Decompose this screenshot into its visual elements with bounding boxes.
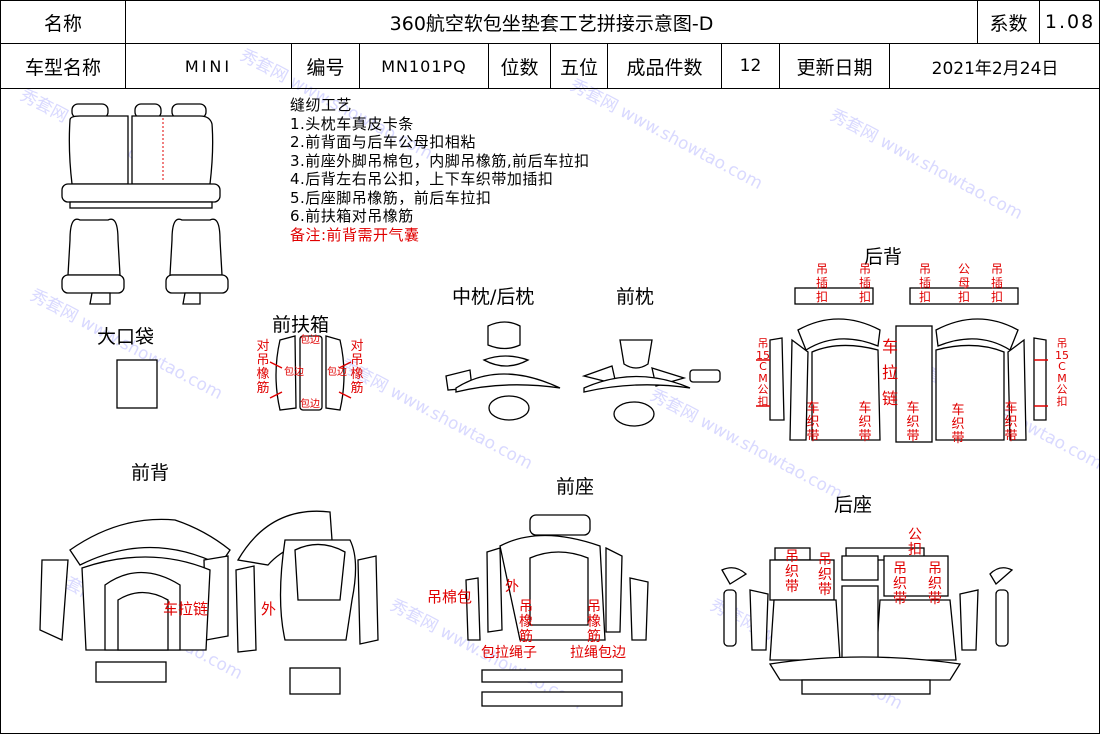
note-item: 5.后座脚吊橡筋，前后车拉扣 <box>290 188 492 207</box>
note-item: 3.前座外脚吊棉包，内脚吊橡筋,前后车拉扣 <box>290 151 590 170</box>
label-rear-back: 后背 <box>864 246 903 268</box>
anno-rs-strap: 吊织带 <box>928 561 942 607</box>
label-mid-rear-headrest: 中枕/后枕 <box>452 286 535 308</box>
anno-rb-top: 吊插扣 <box>815 262 828 304</box>
anno-rb-strap: 车织带 <box>1004 401 1018 444</box>
label-front-back: 前背 <box>131 462 170 484</box>
anno-fs-cotton: 吊棉包 <box>427 588 473 606</box>
anno-rb-side-left: 吊15CM公扣 <box>756 337 770 408</box>
anno-rb-top: 吊插扣 <box>990 262 1003 304</box>
anno-rb-strap: 车织带 <box>806 401 820 444</box>
label-front-seat: 前座 <box>556 476 595 498</box>
code-value: MN101PQ <box>359 43 489 89</box>
anno-rb-top: 吊插扣 <box>918 262 931 304</box>
anno-armrest-edge: 包边 <box>300 335 320 346</box>
anno-fs-elastic: 吊橡筋 <box>587 599 601 645</box>
date-label: 更新日期 <box>779 43 890 89</box>
rear-back-pieces <box>756 287 1048 443</box>
label-rear-seat: 后座 <box>834 494 873 516</box>
sewing-notes: 缝纫工艺 1.头枕车真皮卡条 2.前背面与后车公母扣相粘 3.前座外脚吊棉包，内… <box>290 96 590 244</box>
label-front-headrest: 前枕 <box>616 286 655 308</box>
anno-rb-strap: 车织带 <box>906 401 920 444</box>
anno-armrest-edge: 包边 <box>327 367 347 378</box>
anno-rb-zipper: 车拉链 <box>881 337 898 408</box>
seats-value: 五位 <box>550 43 608 89</box>
pieces-label: 成品件数 <box>607 43 722 89</box>
date-value: 2021年2月24日 <box>888 43 1100 89</box>
anno-fs-outer: 外 <box>505 579 519 595</box>
front-back-pieces <box>39 510 379 695</box>
anno-fb-zipper: 车拉链 <box>163 600 209 618</box>
doc-title: 360航空软包坐垫套工艺拼接示意图-D <box>124 0 979 44</box>
anno-armrest-edge: 包边 <box>300 399 320 410</box>
note-item: 1.头枕车真皮卡条 <box>290 114 414 133</box>
anno-rb-strap: 车织带 <box>858 401 872 444</box>
label-front-armrest: 前扶箱 <box>272 314 330 336</box>
front-armrest-pieces <box>269 335 352 411</box>
notes-title: 缝纫工艺 <box>290 96 353 114</box>
anno-armrest-right: 对吊橡筋 <box>350 339 364 396</box>
anno-rb-side-right: 吊15CM公扣 <box>1055 337 1069 408</box>
label-big-pocket: 大口袋 <box>97 326 155 348</box>
anno-fb-outer: 外 <box>261 600 277 618</box>
anno-rb-top: 公母扣 <box>957 262 970 304</box>
front-seat-pieces <box>465 514 649 707</box>
big-pocket-piece <box>116 359 158 409</box>
anno-rs-strap: 吊织带 <box>818 552 832 598</box>
coef-value: 1.08 <box>1039 0 1100 44</box>
anno-rb-top: 吊插扣 <box>858 262 871 304</box>
header-table: 名称 360航空软包坐垫套工艺拼接示意图-D 系数 1.08 车型名称 MINI… <box>0 0 1100 89</box>
note-item: 6.前扶箱对吊橡筋 <box>290 207 414 225</box>
pieces-value: 12 <box>721 43 780 89</box>
mid-rear-headrest-pieces <box>445 321 561 421</box>
rear-seat-pieces <box>721 547 1014 695</box>
model-label: 车型名称 <box>0 43 126 89</box>
anno-rs-male: 公扣 <box>908 527 922 558</box>
anno-fs-pull: 包拉绳子 <box>481 645 537 661</box>
note-item: 4.后背左右吊公扣，上下车织带加插扣 <box>290 170 554 188</box>
front-headrest-pieces <box>581 339 721 427</box>
notes-remark: 备注:前背需开气囊 <box>290 225 420 244</box>
anno-fs-pull: 拉绳包边 <box>570 645 626 661</box>
anno-rs-strap: 吊织带 <box>785 549 799 595</box>
seats-label: 位数 <box>488 43 551 89</box>
seat-overview-diagram <box>61 103 229 305</box>
anno-armrest-edge: 包边 <box>284 367 304 378</box>
note-item: 2.前背面与后车公母扣相粘 <box>290 133 476 151</box>
model-value: MINI <box>125 43 292 89</box>
anno-rb-strap: 车织带 <box>951 403 965 446</box>
anno-fs-elastic: 吊橡筋 <box>519 599 533 645</box>
anno-rs-strap: 吊织带 <box>893 561 907 607</box>
anno-armrest-left: 对吊橡筋 <box>256 339 270 396</box>
